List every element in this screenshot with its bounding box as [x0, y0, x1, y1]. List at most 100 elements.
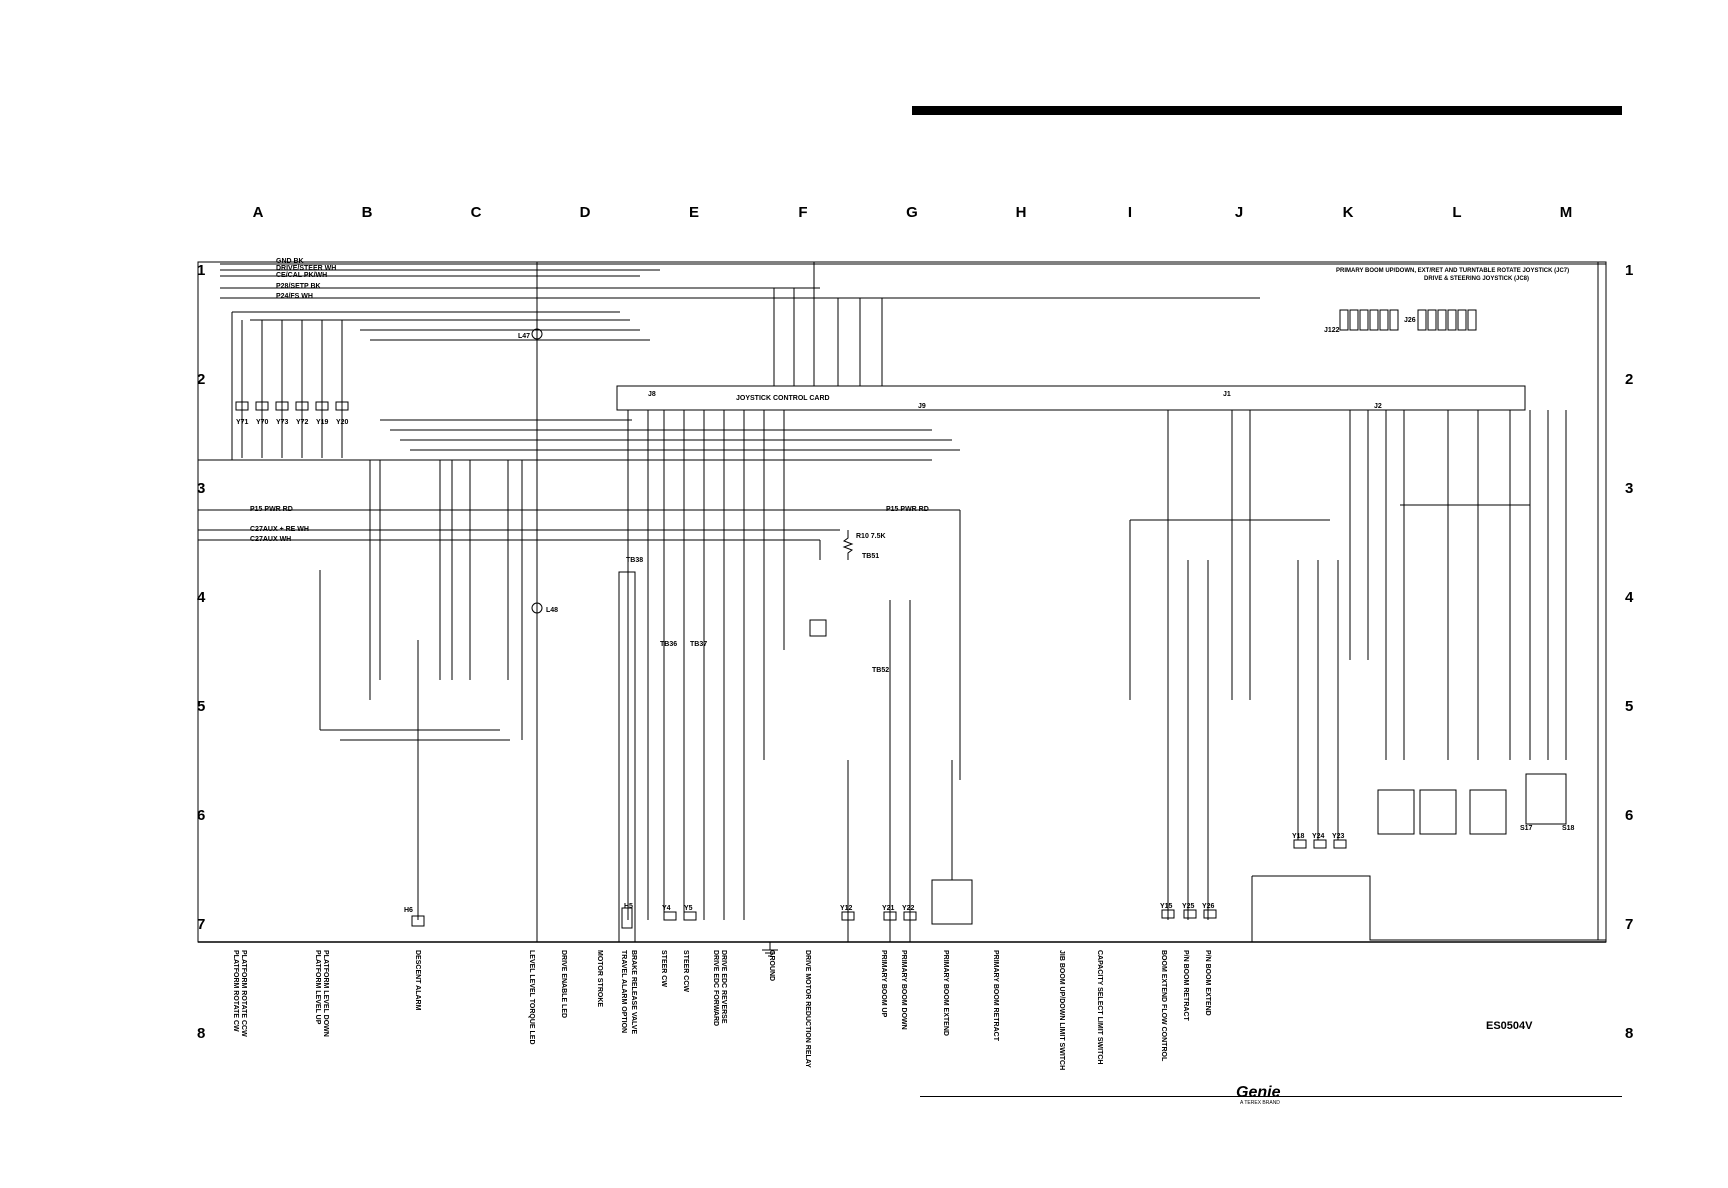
solenoid-y71	[235, 401, 249, 411]
bus-label-gnd: GND BK	[276, 258, 304, 265]
bottom-label-16: PRIMARY BOOM UP	[880, 950, 887, 1018]
ground-icon	[762, 942, 778, 957]
row-label-1-left: 1	[197, 262, 206, 279]
solenoid-y5	[683, 911, 697, 921]
label-tb37: TB37	[690, 641, 707, 648]
descent-alarm-h6	[411, 915, 425, 927]
j122-label: J122	[1324, 327, 1340, 334]
label-y12: Y12	[840, 905, 853, 912]
led-l47	[531, 328, 543, 340]
solenoid-y26	[1203, 909, 1217, 919]
bottom-label-14: GROUND	[768, 950, 775, 981]
column-label-j: J	[1234, 204, 1244, 221]
footer-rule	[920, 1096, 1622, 1097]
solenoid-y22	[903, 911, 917, 921]
column-label-d: D	[579, 204, 591, 221]
label-s18: S18	[1562, 825, 1575, 832]
bus-label-p24: P24/FS WH	[276, 293, 313, 300]
travel-alarm-option-box	[618, 571, 636, 943]
header-bar	[912, 106, 1622, 115]
bottom-label-0: PLATFORM ROTATE CW	[232, 950, 239, 1032]
limit-switch-box	[931, 879, 973, 925]
connector-j2: J2	[1374, 403, 1382, 410]
column-label-l: L	[1452, 204, 1462, 221]
schematic-frame	[197, 261, 1607, 943]
row-label-8-left: 8	[197, 1025, 206, 1042]
bottom-label-8: TRAVEL ALARM OPTION	[620, 950, 627, 1033]
column-label-g: G	[906, 204, 918, 221]
switch-module-1	[1377, 789, 1415, 835]
label-h5: H5	[624, 903, 633, 910]
column-label-c: C	[470, 204, 482, 221]
drive-joystick-label: DRIVE & STEERING JOYSTICK (JC8)	[1424, 276, 1529, 282]
solenoid-y70	[255, 401, 269, 411]
label-s17: S17	[1520, 825, 1533, 832]
power-line-label-c27aux-re: C27AUX + RE WH	[250, 526, 309, 533]
label-y21: Y21	[882, 905, 895, 912]
row-label-3-right: 3	[1625, 480, 1634, 497]
label-y15: Y15	[1160, 903, 1173, 910]
column-label-a: A	[252, 204, 264, 221]
bottom-label-3: PLATFORM LEVEL DOWN	[322, 950, 329, 1037]
bottom-label-4: DESCENT ALARM	[414, 950, 421, 1011]
column-label-h: H	[1015, 204, 1027, 221]
bottom-label-11: STEER CCW	[682, 950, 689, 992]
label-y20: Y20	[336, 419, 349, 426]
row-label-6-right: 6	[1625, 807, 1634, 824]
column-label-f: F	[798, 204, 808, 221]
label-r10: R10 7.5K	[856, 533, 886, 540]
bottom-label-24: P/N BOOM EXTEND	[1204, 950, 1211, 1016]
bottom-label-2: PLATFORM LEVEL UP	[314, 950, 321, 1025]
row-label-1-right: 1	[1625, 262, 1634, 279]
bottom-label-21: CAPACITY SELECT LIMIT SWITCH	[1096, 950, 1103, 1064]
primary-joystick-label: PRIMARY BOOM UP/DOWN, EXT/RET AND TURNTA…	[1336, 268, 1569, 274]
bottom-label-20: JIB BOOM UP/DOWN LIMIT SWITCH	[1058, 950, 1065, 1070]
label-h6: H6	[404, 907, 413, 914]
joystick-card-label: JOYSTICK CONTROL CARD	[736, 395, 830, 402]
switch-module-2	[1419, 789, 1457, 835]
label-tb51: TB51	[862, 553, 879, 560]
relay-cr64	[809, 619, 827, 637]
bottom-label-9: BRAKE RELEASE VALVE	[630, 950, 637, 1034]
label-y19: Y19	[316, 419, 329, 426]
label-tb38: TB38	[626, 557, 643, 564]
genie-logo: Genie	[1236, 1084, 1281, 1101]
bus-label-drive: DRIVE/STEER WH	[276, 265, 336, 272]
label-y70: Y70	[256, 419, 269, 426]
power-line-label-c27aux: C27AUX WH	[250, 536, 291, 543]
label-y4: Y4	[662, 905, 671, 912]
j26-label: J26	[1404, 317, 1416, 324]
solenoid-y25	[1183, 909, 1197, 919]
label-y5: Y5	[684, 905, 693, 912]
label-y25: Y25	[1182, 903, 1195, 910]
solenoid-y73	[275, 401, 289, 411]
solenoid-y4	[663, 911, 677, 921]
label-y18: Y18	[1292, 833, 1305, 840]
bottom-label-7: MOTOR STROKE	[596, 950, 603, 1007]
label-l47: L47	[518, 333, 530, 340]
sensor-module	[1525, 773, 1567, 825]
column-label-i: I	[1127, 204, 1133, 221]
solenoid-y21	[883, 911, 897, 921]
solenoid-y23	[1333, 839, 1347, 849]
label-y24: Y24	[1312, 833, 1325, 840]
bottom-label-10: STEER CW	[660, 950, 667, 987]
label-tb52: TB52	[872, 667, 889, 674]
label-l48: L48	[546, 607, 558, 614]
solenoid-y19	[315, 401, 329, 411]
connector-j8: J8	[648, 391, 656, 398]
drawing-number: ES0504V	[1486, 1020, 1533, 1032]
led-l48	[531, 602, 543, 614]
connector-j1: J1	[1223, 391, 1231, 398]
mid-power-label: P15 PWR RD	[886, 506, 929, 513]
label-y73: Y73	[276, 419, 289, 426]
column-label-m: M	[1559, 204, 1573, 221]
row-label-7-left: 7	[197, 916, 206, 933]
logo-tagline: A TEREX BRAND	[1240, 1100, 1280, 1106]
solenoid-y12	[841, 911, 855, 921]
row-label-8-right: 8	[1625, 1025, 1634, 1042]
switch-module-3	[1469, 789, 1507, 835]
power-line-label-p15: P15 PWR RD	[250, 506, 293, 513]
